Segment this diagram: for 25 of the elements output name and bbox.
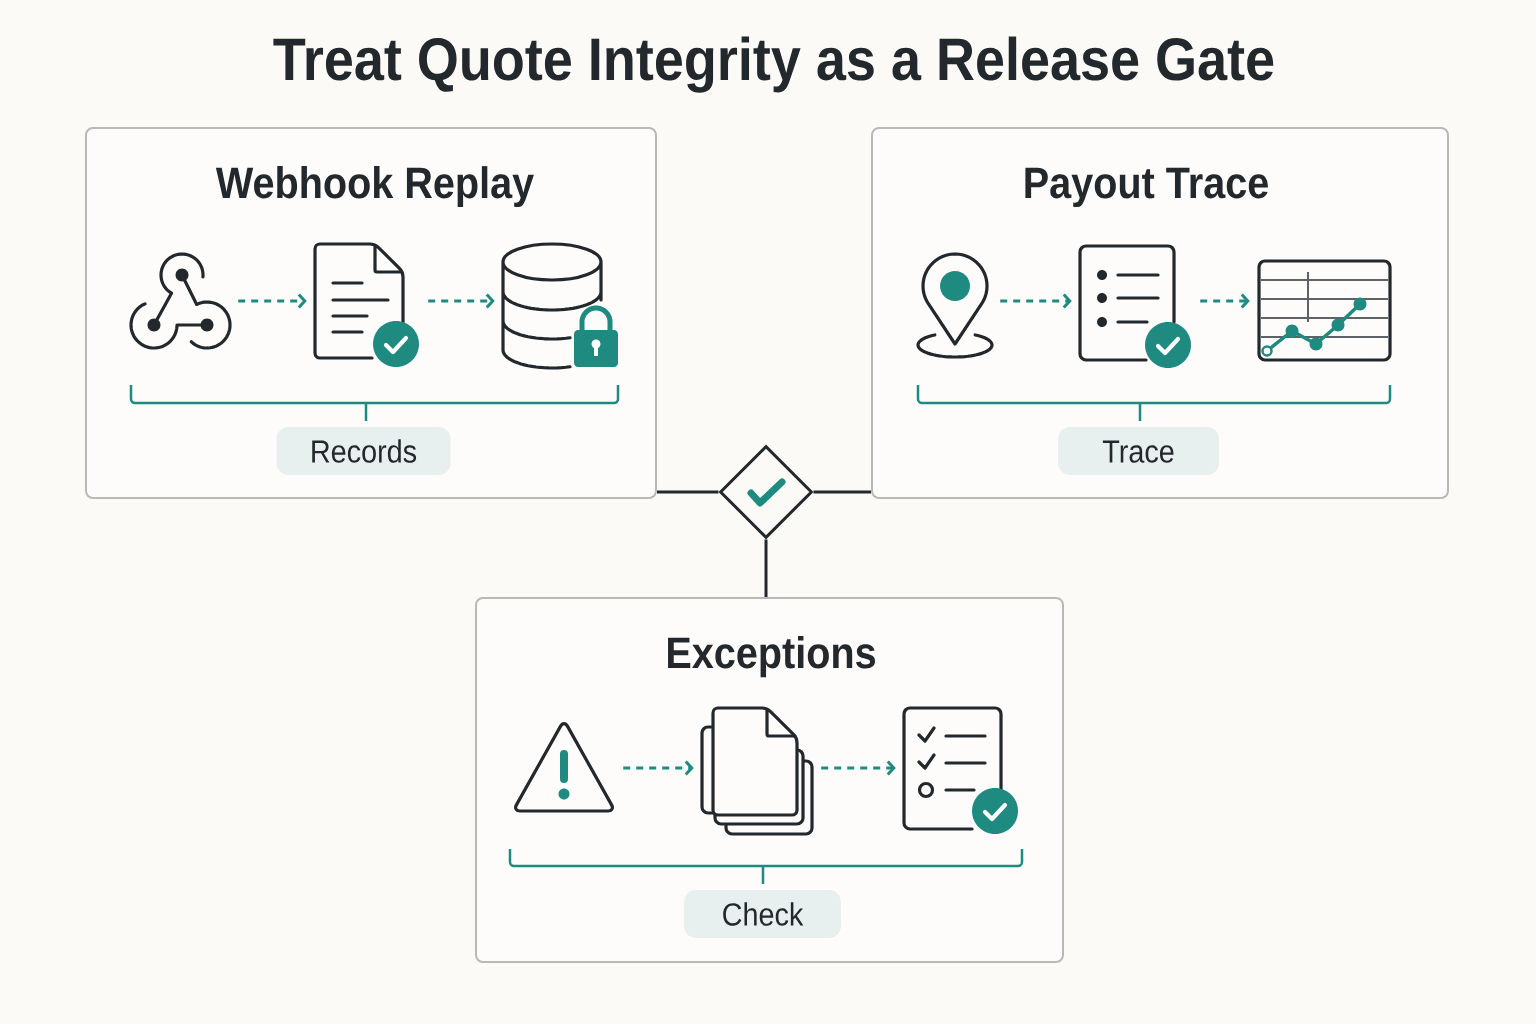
panel-heading: Exceptions: [668, 636, 876, 678]
document-check-icon: [313, 242, 419, 367]
dashed-arrow: [1200, 293, 1250, 309]
dashed-arrow: [428, 293, 495, 309]
webhook-icon: [129, 252, 232, 350]
checked-list-icon: [1078, 244, 1191, 368]
dashed-arrow: [238, 293, 307, 309]
tag-pill: Check: [684, 890, 841, 938]
document-stack-icon: [700, 706, 814, 836]
locked-database-icon: [501, 242, 618, 370]
tag-pill: Records: [276, 427, 451, 475]
warning-icon: [514, 721, 614, 813]
line-chart-icon: [1257, 259, 1392, 362]
panel-heading: Webhook Replay: [215, 166, 534, 208]
checklist-icon: [902, 706, 1018, 834]
dashed-arrow: [623, 760, 694, 776]
connector-line: [764, 539, 768, 597]
dashed-arrow: [1000, 293, 1072, 309]
dashed-arrow: [821, 760, 896, 776]
connector-line: [657, 490, 719, 494]
tag-pill: Trace: [1058, 427, 1219, 475]
location-pin-icon: [916, 252, 994, 359]
title: Treat Quote Integrity as a Release Gate: [273, 36, 1274, 93]
connector-line: [813, 490, 871, 494]
panel-heading: Payout Trace: [1025, 167, 1268, 208]
